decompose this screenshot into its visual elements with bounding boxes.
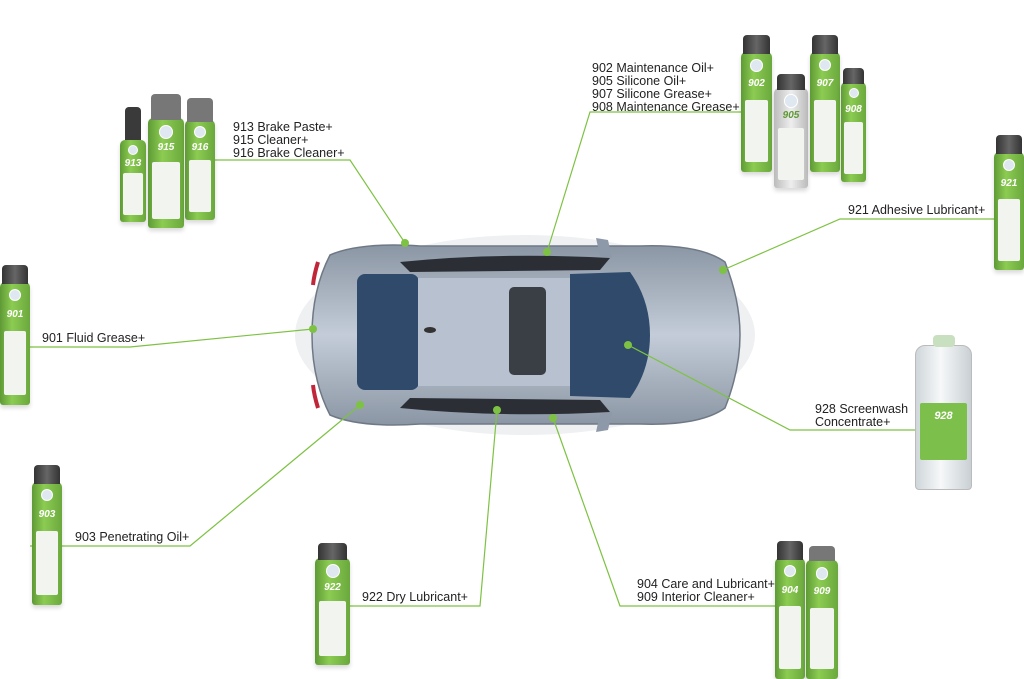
product-number: 903 — [38, 509, 56, 521]
callout-line: Concentrate+ — [815, 415, 891, 429]
callout-lines — [0, 111, 1024, 607]
callout-line: 901 Fluid Grease+ — [42, 331, 146, 345]
product-number: 907 — [816, 78, 834, 90]
callout-line: 907 Silicone Grease+ — [592, 87, 712, 101]
product-can-907: 907 — [810, 35, 840, 172]
product-can-909: 909 — [806, 545, 838, 679]
product-number: 928 — [934, 410, 953, 423]
callout-line: 915 Cleaner+ — [233, 133, 309, 147]
callout-dots — [309, 239, 727, 422]
product-bottle-928: 928 — [915, 334, 972, 490]
callout-fluid-grease: 901 Fluid Grease+ — [42, 332, 145, 345]
product-number: 905 — [782, 110, 800, 121]
product-can-905: 905 — [774, 74, 808, 188]
product-can-903: 903 — [32, 464, 62, 605]
product-can-904: 904 — [775, 541, 805, 679]
product-number: 915 — [157, 142, 175, 154]
product-can-901: 901 — [0, 264, 30, 405]
callout-screenwash: 928 Screenwash Concentrate+ — [815, 403, 908, 429]
callout-line: 902 Maintenance Oil+ — [592, 61, 714, 75]
callout-line: 909 Interior Cleaner+ — [637, 590, 755, 604]
callout-line: 922 Dry Lubricant+ — [362, 590, 468, 604]
product-number: 908 — [845, 104, 862, 115]
callout-brakes: 913 Brake Paste+ 915 Cleaner+ 916 Brake … — [233, 121, 345, 160]
product-number: 913 — [124, 158, 142, 170]
product-number: 921 — [1000, 177, 1018, 189]
product-can-913: 913 — [120, 107, 146, 222]
callout-penetrating: 903 Penetrating Oil+ — [75, 531, 189, 544]
product-can-922: 922 — [315, 543, 350, 665]
callout-line: 921 Adhesive Lubricant+ — [848, 203, 986, 217]
callout-line: 916 Brake Cleaner+ — [233, 146, 345, 160]
callout-care: 904 Care and Lubricant+ 909 Interior Cle… — [637, 578, 775, 604]
callout-adhesive: 921 Adhesive Lubricant+ — [848, 204, 985, 217]
product-number: 902 — [748, 78, 765, 90]
product-can-908: 908 — [841, 68, 866, 182]
callout-maintenance: 902 Maintenance Oil+ 905 Silicone Oil+ 9… — [592, 62, 740, 114]
product-number: 909 — [813, 586, 831, 598]
car-top-view — [311, 238, 741, 432]
callout-dry: 922 Dry Lubricant+ — [362, 591, 468, 604]
callout-line: 903 Penetrating Oil+ — [75, 530, 190, 544]
product-number: 904 — [781, 584, 799, 596]
callout-line: 913 Brake Paste+ — [233, 120, 333, 134]
product-can-916: 916 — [185, 98, 215, 220]
callout-line: 905 Silicone Oil+ — [592, 74, 687, 88]
callout-line: 904 Care and Lubricant+ — [637, 577, 775, 591]
product-can-915: 915 — [148, 93, 184, 228]
callout-line: 908 Maintenance Grease+ — [592, 100, 740, 114]
product-can-921: 921 — [994, 135, 1024, 270]
product-number: 916 — [191, 142, 209, 153]
product-number: 922 — [324, 581, 341, 593]
product-can-902: 902 — [741, 35, 772, 172]
callout-line: 928 Screenwash — [815, 402, 909, 416]
product-number: 901 — [6, 309, 24, 321]
